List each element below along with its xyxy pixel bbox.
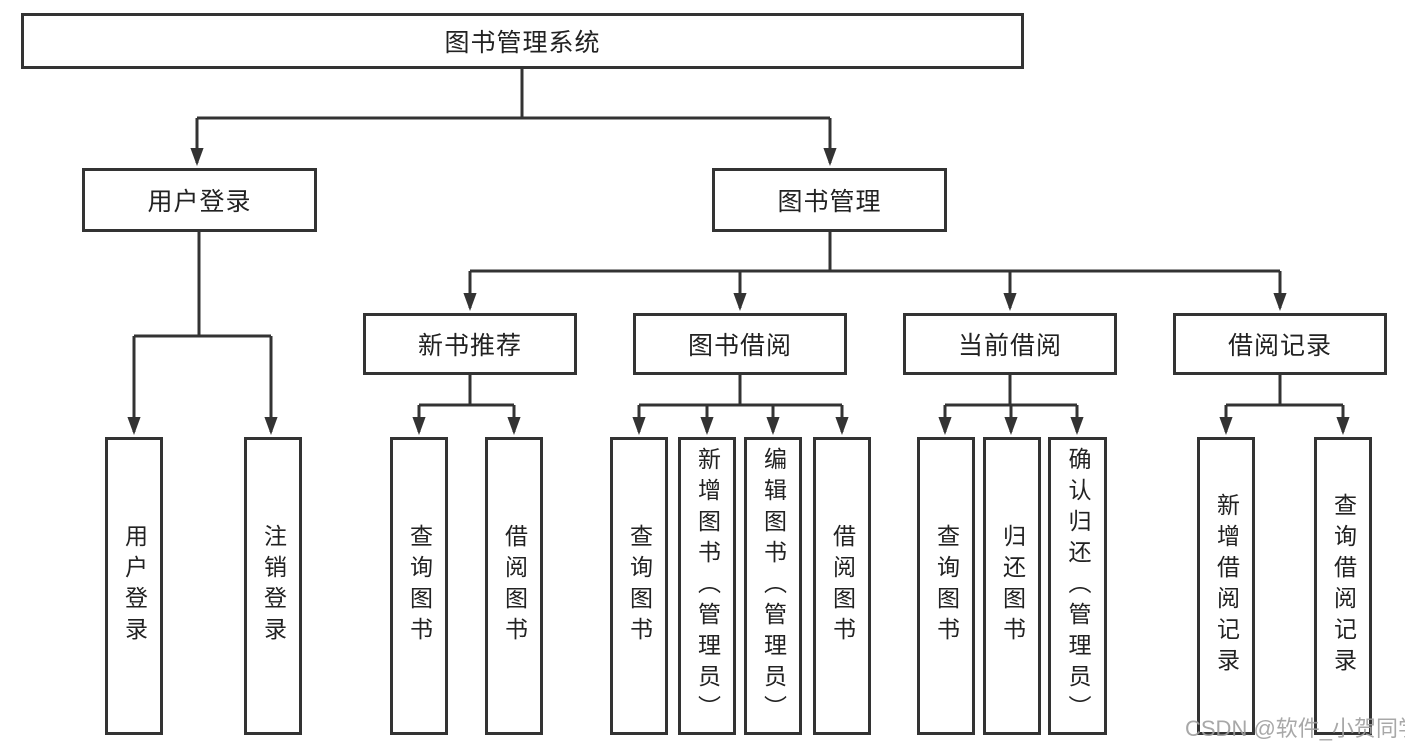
node-book-management-label: 图书管理 [777, 188, 882, 216]
leaf-current-confirm-return-admin-label: 确认归还（管理员） [1065, 446, 1091, 726]
leaf-logout: 注销登录 [244, 437, 302, 735]
connector-trunks [134, 69, 1343, 407]
node-library-system-label: 图书管理系统 [444, 29, 601, 57]
leaf-current-return-books: 归还图书 [983, 437, 1041, 735]
leaf-current-query-books: 查询图书 [917, 437, 975, 735]
leaf-borrow-edit-books-admin: 编辑图书（管理员） [744, 437, 802, 735]
node-new-book-recommend: 新书推荐 [363, 313, 577, 375]
node-borrow-records-label: 借阅记录 [1227, 332, 1332, 360]
node-book-borrow: 图书借阅 [633, 313, 847, 375]
node-current-borrow: 当前借阅 [903, 313, 1117, 375]
leaf-borrow-add-books-admin: 新增图书（管理员） [678, 437, 736, 735]
leaf-newbook-borrow-books: 借阅图书 [485, 437, 543, 735]
leaf-current-query-books-label: 查询图书 [933, 524, 960, 648]
csdn-watermark: CSDN @软件_小贺同学 [1185, 716, 1405, 741]
leaf-newbook-query-books-label: 查询图书 [406, 524, 433, 648]
leaf-borrow-edit-books-admin-label: 编辑图书（管理员） [760, 446, 787, 726]
leaf-records-query-record-label: 查询借阅记录 [1330, 493, 1357, 679]
node-new-book-recommend-label: 新书推荐 [417, 332, 522, 360]
leaf-records-add-record-label: 新增借阅记录 [1213, 493, 1240, 679]
leaf-user-login-label: 用户登录 [121, 524, 148, 648]
leaf-borrow-add-books-admin-label: 新增图书（管理员） [694, 446, 721, 726]
leaf-records-add-record: 新增借阅记录 [1197, 437, 1255, 735]
node-borrow-records: 借阅记录 [1173, 313, 1387, 375]
leaf-newbook-query-books: 查询图书 [390, 437, 448, 735]
leaf-logout-label: 注销登录 [260, 524, 287, 648]
leaf-borrow-borrow-books-label: 借阅图书 [829, 524, 856, 648]
node-user-login: 用户登录 [82, 168, 317, 232]
leaf-current-return-books-label: 归还图书 [999, 524, 1026, 648]
node-library-system: 图书管理系统 [21, 13, 1024, 69]
leaf-borrow-borrow-books: 借阅图书 [813, 437, 871, 735]
leaf-borrow-query-books: 查询图书 [610, 437, 668, 735]
node-user-login-label: 用户登录 [147, 188, 252, 216]
leaf-user-login: 用户登录 [105, 437, 163, 735]
leaf-newbook-borrow-books-label: 借阅图书 [501, 524, 528, 648]
leaf-records-query-record: 查询借阅记录 [1314, 437, 1372, 735]
node-book-borrow-label: 图书借阅 [687, 332, 792, 360]
node-book-management: 图书管理 [712, 168, 947, 232]
leaf-current-confirm-return-admin: 确认归还（管理员） [1048, 437, 1107, 735]
leaf-borrow-query-books-label: 查询图书 [626, 524, 653, 648]
node-current-borrow-label: 当前借阅 [957, 332, 1062, 360]
